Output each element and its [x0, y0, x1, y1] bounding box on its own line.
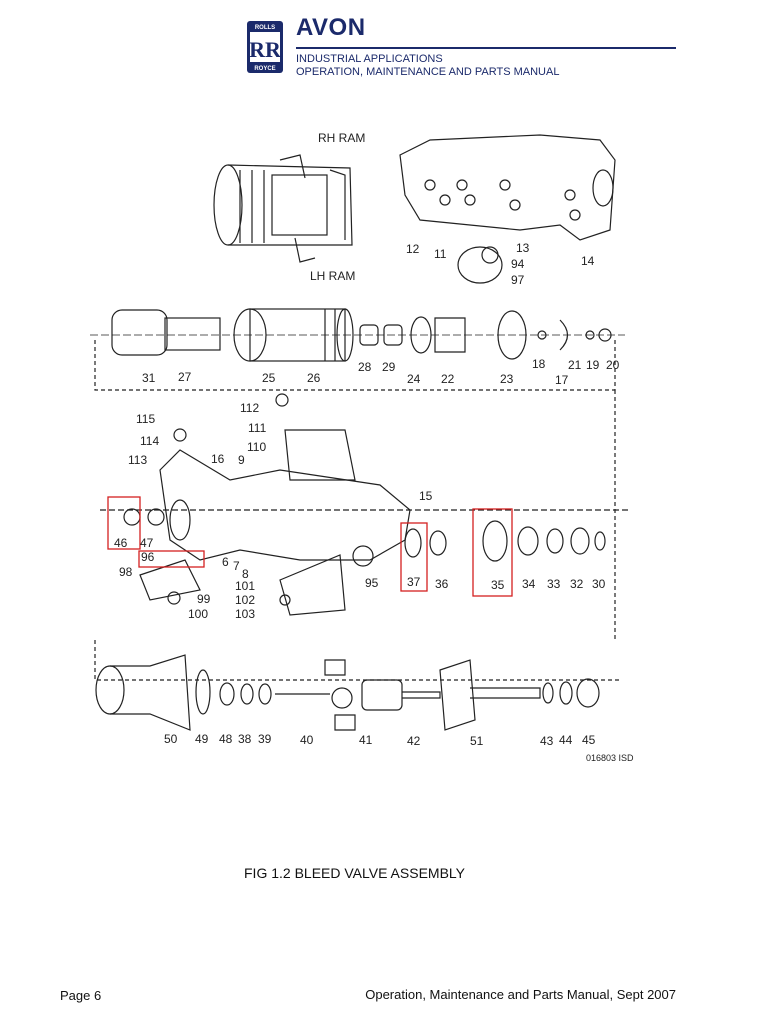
callout-31: 31	[142, 371, 156, 385]
valve-housing-top	[399, 134, 616, 284]
lh-ram-label: LH RAM	[310, 269, 355, 283]
callout-38: 38	[238, 732, 252, 746]
callout-51: 51	[470, 734, 484, 748]
highlight-96	[138, 550, 205, 568]
callout-29: 29	[382, 360, 396, 374]
header-line-2: OPERATION, MAINTENANCE AND PARTS MANUAL	[296, 66, 560, 78]
rolls-royce-logo: ROLLS ROYCE RR	[247, 21, 283, 73]
bleed-valve-exploded-drawing: RH RAM LH RAM 12 11 13 94 97 14 31 27 25…	[90, 131, 634, 763]
callout-41: 41	[359, 733, 373, 747]
callout-42: 42	[407, 734, 421, 748]
callout-111: 111	[248, 421, 267, 435]
callout-8: 8	[242, 567, 249, 581]
svg-text:RR: RR	[249, 37, 282, 62]
callout-101: 101	[235, 579, 255, 593]
callout-96: 96	[141, 550, 155, 564]
callout-100: 100	[188, 607, 208, 621]
valve-housing-middle	[123, 393, 606, 616]
rh-ram-label: RH RAM	[318, 131, 365, 145]
callout-19: 19	[586, 358, 600, 372]
header-line-1: INDUSTRIAL APPLICATIONS	[296, 53, 443, 65]
callout-12: 12	[406, 242, 420, 256]
callout-113: 113	[128, 453, 147, 467]
callout-33: 33	[547, 577, 561, 591]
row-3-parts	[95, 654, 600, 731]
callout-98: 98	[119, 565, 133, 579]
footer-title: Operation, Maintenance and Parts Manual,…	[365, 987, 676, 1002]
callout-45: 45	[582, 733, 596, 747]
callout-26: 26	[307, 371, 321, 385]
callout-43: 43	[540, 734, 554, 748]
callout-28: 28	[358, 360, 372, 374]
callout-30: 30	[592, 577, 606, 591]
callout-23: 23	[500, 372, 514, 386]
drawing-reference: 016803 ISD	[586, 753, 634, 763]
highlight-37	[400, 522, 428, 592]
callout-18: 18	[532, 357, 546, 371]
svg-text:ROYCE: ROYCE	[254, 66, 275, 72]
callout-25: 25	[262, 371, 276, 385]
callout-37: 37	[407, 575, 421, 589]
callout-97: 97	[511, 273, 525, 287]
callout-21: 21	[568, 358, 582, 372]
callout-13: 13	[516, 241, 530, 255]
callout-112: 112	[240, 401, 259, 415]
callout-40: 40	[300, 733, 314, 747]
figure-caption: FIG 1.2 BLEED VALVE ASSEMBLY	[244, 865, 465, 881]
callout-115: 115	[136, 412, 155, 426]
highlight-35	[472, 508, 513, 597]
callout-17: 17	[555, 373, 569, 387]
callout-39: 39	[258, 732, 272, 746]
engine-sketch	[213, 154, 353, 263]
highlight-46	[107, 496, 141, 550]
part-callouts: 12 11 13 94 97 14 31 27 25 26 28 29 24 2…	[114, 241, 620, 748]
callout-9: 9	[238, 453, 245, 467]
callout-44: 44	[559, 733, 573, 747]
header-rule	[296, 47, 676, 49]
callout-24: 24	[407, 372, 421, 386]
highlight-boxes	[107, 496, 513, 597]
callout-35: 35	[491, 578, 505, 592]
callout-110: 110	[247, 440, 266, 454]
callout-50: 50	[164, 732, 178, 746]
callout-103: 103	[235, 607, 255, 621]
callout-7: 7	[233, 559, 240, 573]
callout-114: 114	[140, 434, 159, 448]
callout-36: 36	[435, 577, 449, 591]
callout-34: 34	[522, 577, 536, 591]
callout-22: 22	[441, 372, 455, 386]
callout-94: 94	[511, 257, 525, 271]
callout-20: 20	[606, 358, 620, 372]
callout-32: 32	[570, 577, 584, 591]
callout-99: 99	[197, 592, 211, 606]
callout-11: 11	[434, 247, 447, 261]
callout-14: 14	[581, 254, 595, 268]
callout-95: 95	[365, 576, 379, 590]
row-1-parts	[90, 308, 625, 362]
callout-102: 102	[235, 593, 255, 607]
callout-6: 6	[222, 555, 229, 569]
page-number: Page 6	[60, 988, 102, 1003]
callout-27: 27	[178, 370, 192, 384]
callout-47: 47	[140, 536, 154, 550]
callout-16: 16	[211, 452, 225, 466]
callout-49: 49	[195, 732, 209, 746]
callout-48: 48	[219, 732, 233, 746]
callout-15: 15	[419, 489, 433, 503]
callout-46: 46	[114, 536, 128, 550]
brand-title: AVON	[296, 14, 366, 41]
svg-text:ROLLS: ROLLS	[255, 25, 275, 31]
